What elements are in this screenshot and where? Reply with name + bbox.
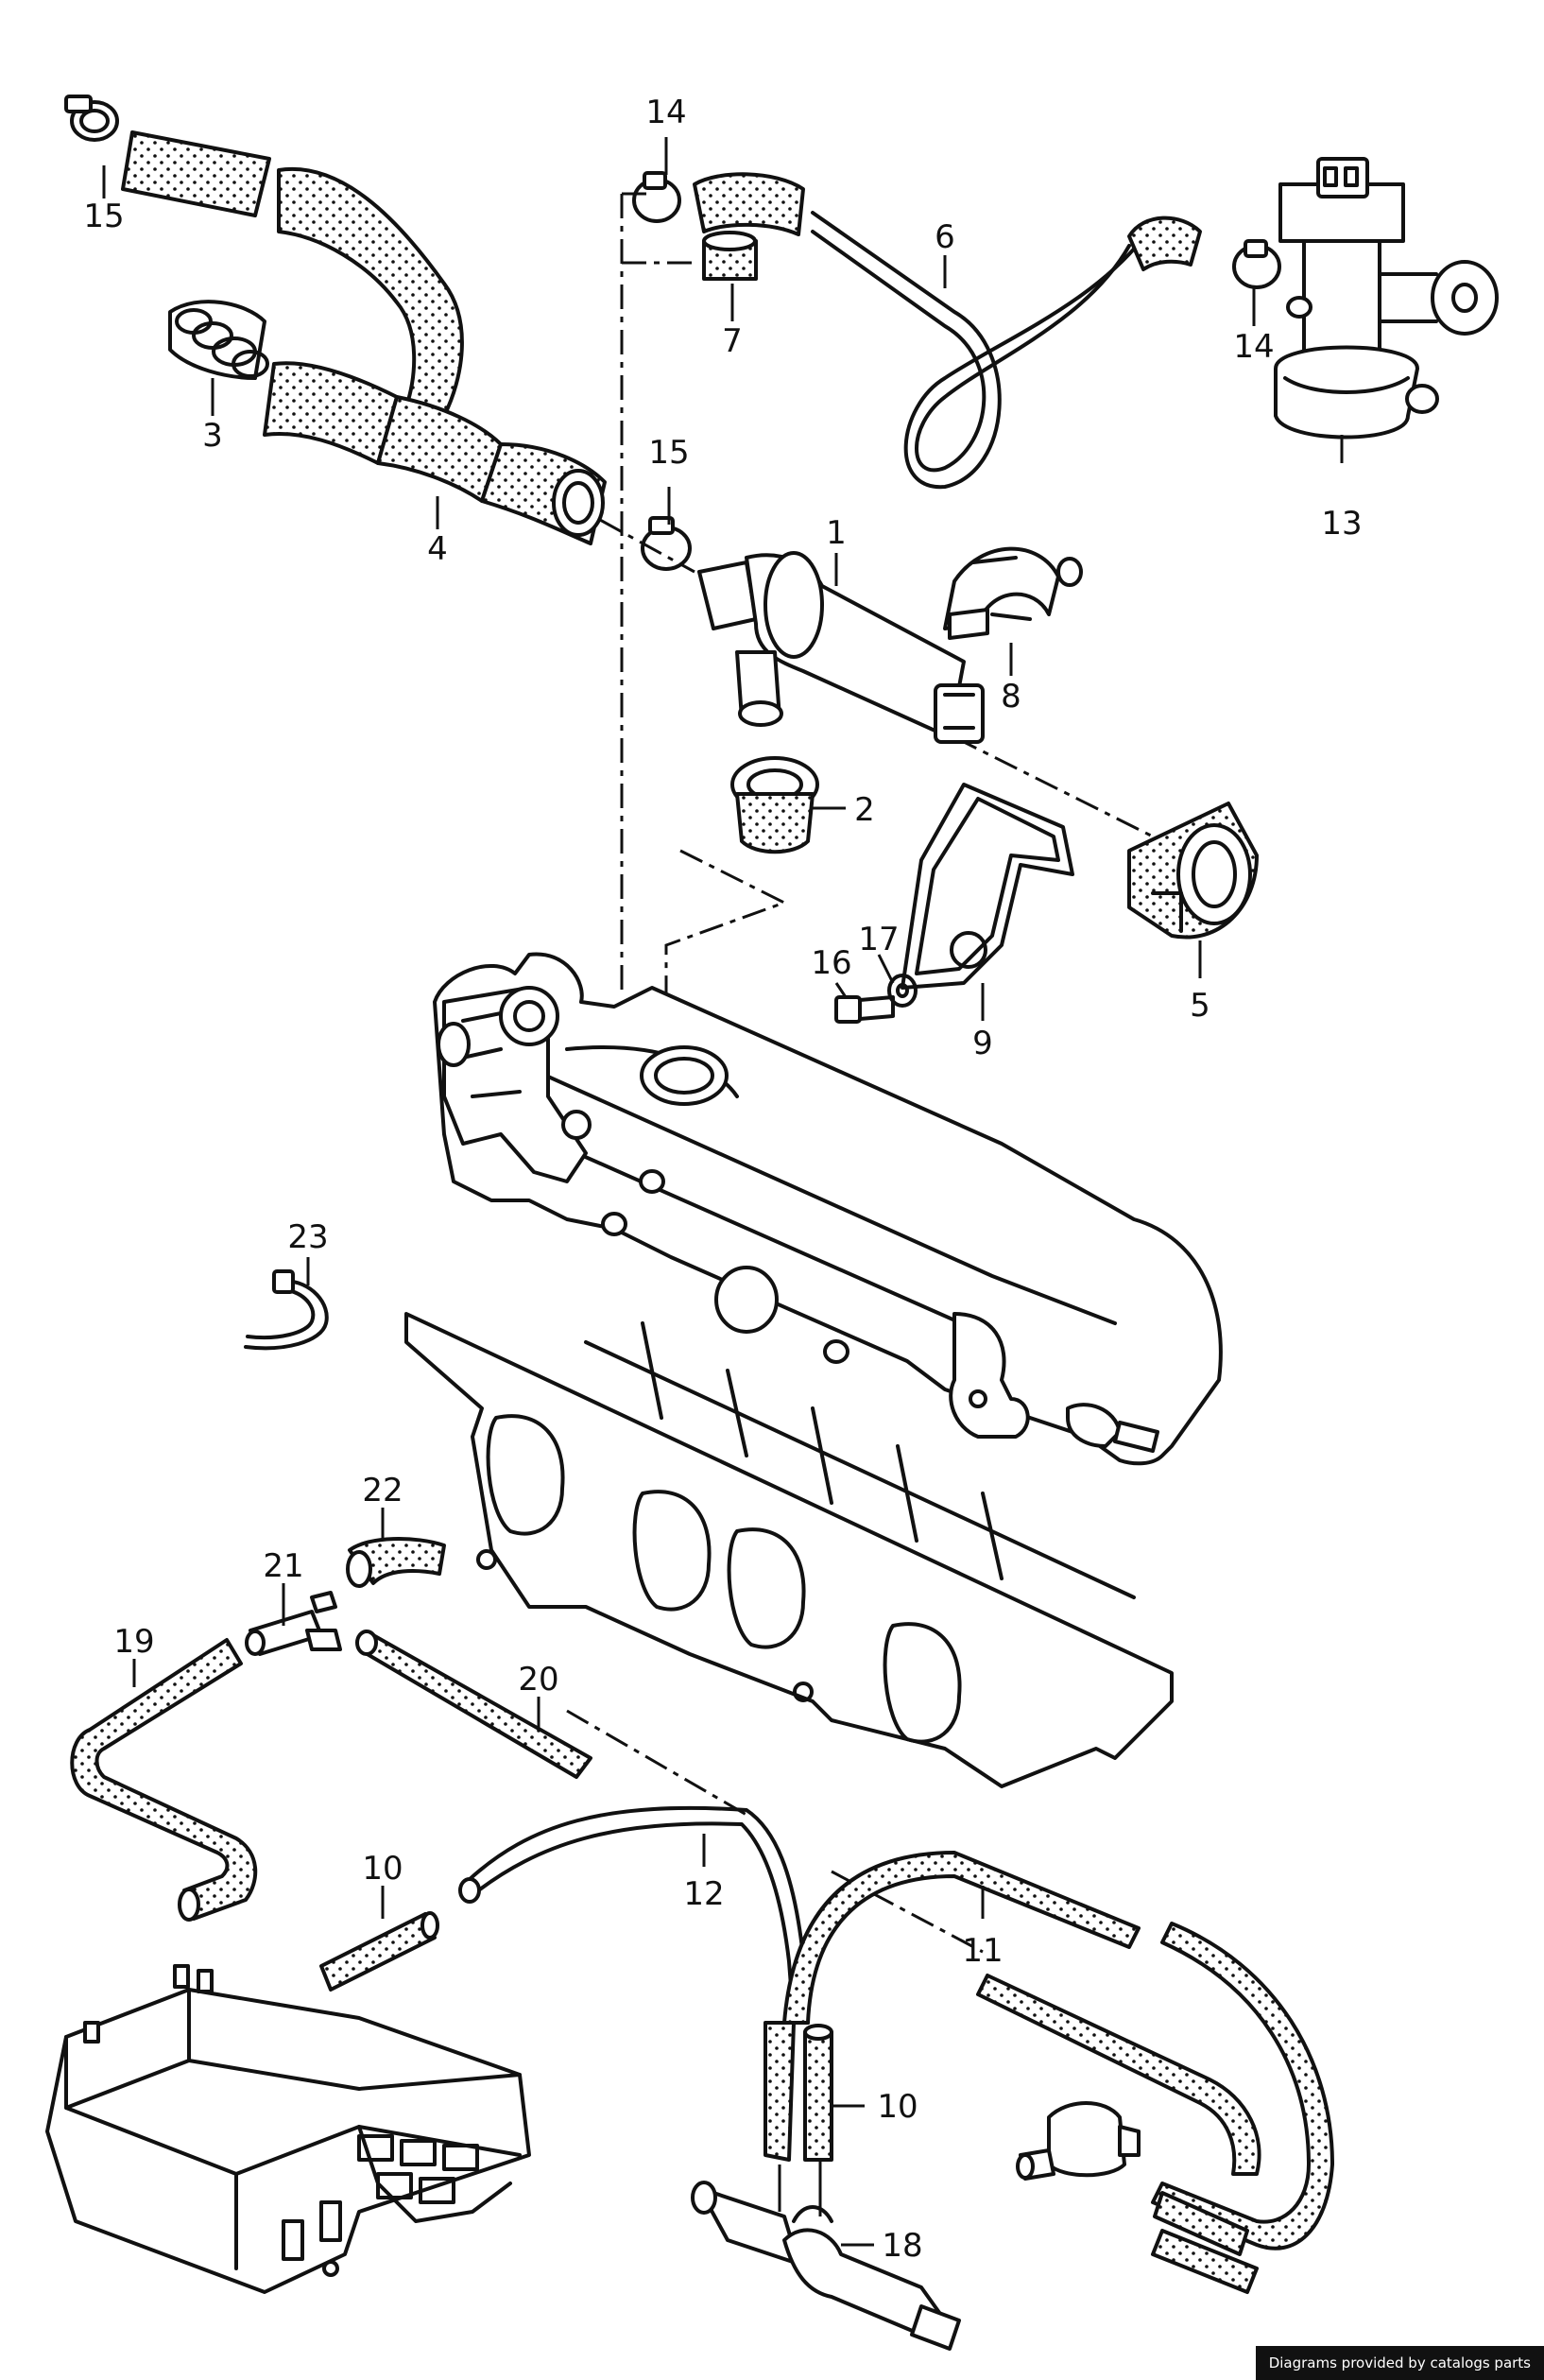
label-14-top: 14 [645, 94, 686, 131]
label-2: 2 [854, 791, 875, 829]
label-9: 9 [972, 1025, 993, 1062]
label-6: 6 [935, 218, 955, 256]
bolt-16 [834, 995, 895, 1024]
label-16: 16 [811, 944, 851, 982]
label-4: 4 [427, 530, 448, 568]
bracket-clamp-8 [943, 546, 1083, 640]
callout-numbers: 15 3 4 14 6 7 14 13 15 1 8 2 5 9 16 17 2… [83, 94, 1362, 2265]
leader-lines [102, 137, 1344, 2247]
label-18: 18 [882, 2227, 922, 2265]
damper-5 [1127, 802, 1259, 940]
hose-clamp-14-top [632, 171, 681, 223]
hose-clamp-15-top [64, 95, 119, 142]
hose-10-right [803, 2024, 833, 2162]
grommet-2 [730, 756, 819, 854]
label-21: 21 [263, 1547, 303, 1585]
hose-clamp-15-mid [641, 516, 692, 571]
label-12: 12 [683, 1875, 724, 1913]
hose-10-left [319, 1911, 439, 1992]
idle-valve-1 [697, 551, 985, 744]
hose-6 [693, 172, 1202, 490]
cable-tie-23 [244, 1269, 329, 1351]
label-10-right: 10 [877, 2088, 918, 2126]
hose-20 [355, 1630, 592, 1779]
elbow-hose-22 [346, 1537, 446, 1588]
label-13: 13 [1321, 505, 1362, 543]
label-3: 3 [202, 417, 223, 455]
label-7: 7 [722, 322, 743, 360]
sleeve-7 [702, 231, 758, 281]
label-5: 5 [1190, 987, 1210, 1025]
label-20: 20 [518, 1661, 558, 1699]
credit-badge: Diagrams provided by catalogs parts [1255, 2346, 1544, 2380]
hose-clamp-14-right [1232, 239, 1281, 289]
label-11: 11 [962, 1932, 1003, 1970]
t-connector-21 [245, 1591, 342, 1656]
label-1: 1 [826, 514, 847, 552]
hose-4 [121, 130, 607, 545]
washer-17 [887, 974, 918, 1008]
label-10-left: 10 [362, 1850, 403, 1888]
label-17: 17 [858, 921, 899, 958]
guide-lines [566, 192, 1163, 1954]
label-15-top: 15 [83, 198, 124, 235]
bracket-9 [901, 783, 1074, 990]
intake-manifold [404, 952, 1223, 1788]
hose-11 [763, 1851, 1334, 2294]
line-12 [458, 1805, 810, 2025]
label-22: 22 [362, 1472, 403, 1509]
pressure-regulator [1016, 2101, 1141, 2181]
control-unit [45, 1964, 531, 2294]
bellows-3 [168, 300, 269, 380]
label-15-mid: 15 [648, 434, 689, 472]
t-piece-18 [691, 2160, 961, 2351]
hose-19 [70, 1638, 258, 1922]
label-8: 8 [1001, 678, 1021, 716]
valve-13 [1274, 157, 1499, 440]
label-19: 19 [113, 1623, 154, 1661]
label-23: 23 [287, 1218, 328, 1256]
label-14-right: 14 [1233, 328, 1274, 366]
